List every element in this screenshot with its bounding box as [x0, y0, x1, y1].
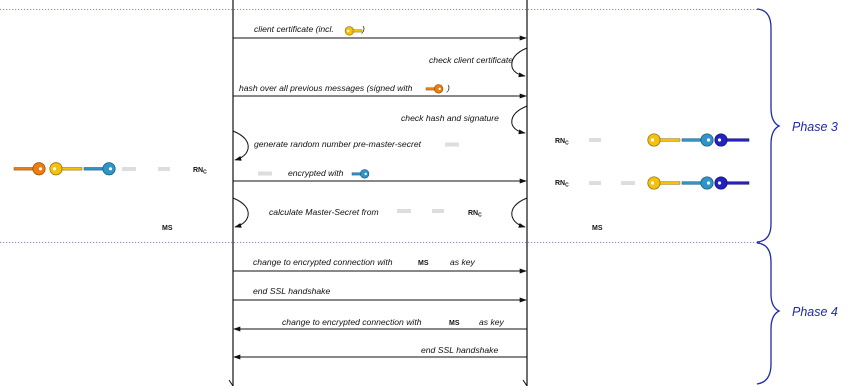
message-label-encrypted-with: encrypted with — [288, 168, 344, 178]
server-client-random-label: RNC — [555, 138, 569, 147]
message-label-server-end-handshake: end SSL handshake — [421, 345, 498, 355]
server-key-ring-1 — [647, 133, 750, 147]
message-label-hash-previous-messages: hash over all previous messages (signed … — [239, 83, 413, 93]
message-label-calculate-master-secret: calculate Master-Secret from — [269, 207, 379, 217]
server-client-random-label: RNC — [555, 180, 569, 189]
server-random-symbol — [589, 138, 601, 142]
server-master-secret-label: MS — [592, 225, 603, 232]
master-secret-key-label: MS — [449, 320, 460, 327]
key-icon — [425, 84, 444, 94]
server-random-symbol — [432, 209, 444, 213]
client-key-ring — [13, 162, 116, 176]
pre-master-secret-symbol — [621, 181, 635, 185]
phase3-brace — [756, 8, 781, 243]
message-label-client-certificate: client certificate (incl. — [254, 24, 334, 34]
message-label-server-change-cipher-as-key: as key — [479, 317, 505, 327]
key-icon — [13, 167, 35, 171]
pre-master-secret-symbol — [122, 167, 136, 171]
server-random-symbol — [589, 181, 601, 185]
phase3-label: Phase 3 — [792, 120, 838, 134]
self-loop-arrow-icon — [511, 197, 528, 228]
client-random-label: RNC — [468, 210, 482, 219]
server-key-ring-2 — [647, 176, 750, 190]
message-label-hash-previous-messages-close: ) — [446, 83, 450, 93]
client-random-label: RNC — [193, 167, 207, 176]
client-random-symbol — [397, 209, 411, 213]
message-label-check-client-certificate: check client certificate — [429, 55, 513, 65]
server-random-symbol — [158, 167, 170, 171]
message-label-client-change-cipher: change to encrypted connection with — [253, 257, 393, 267]
message-label-server-change-cipher: change to encrypted connection with — [282, 317, 422, 327]
key-icon — [344, 26, 363, 36]
phase4-label: Phase 4 — [792, 305, 838, 319]
self-loop-arrow-icon — [232, 130, 249, 161]
phase4-brace — [756, 242, 781, 385]
pre-master-secret-symbol — [445, 142, 459, 147]
key-icon — [351, 169, 370, 179]
message-label-generate-pre-master-secret: generate random number pre-master-secret — [254, 139, 422, 149]
server-lifeline-tail — [522, 379, 528, 386]
message-label-client-change-cipher-as-key: as key — [450, 257, 476, 267]
master-secret-key-label: MS — [418, 260, 429, 267]
client-master-secret-label: MS — [162, 225, 173, 232]
message-label-client-end-handshake: end SSL handshake — [253, 286, 330, 296]
pre-master-secret-symbol — [258, 171, 272, 176]
message-label-check-hash-signature: check hash and signature — [401, 113, 499, 123]
self-loop-arrow-icon — [511, 47, 528, 78]
client-lifeline-tail — [228, 379, 234, 386]
self-loop-arrow-icon — [511, 105, 528, 135]
self-loop-arrow-icon — [232, 197, 249, 228]
message-label-client-certificate-close: ) — [361, 24, 365, 34]
